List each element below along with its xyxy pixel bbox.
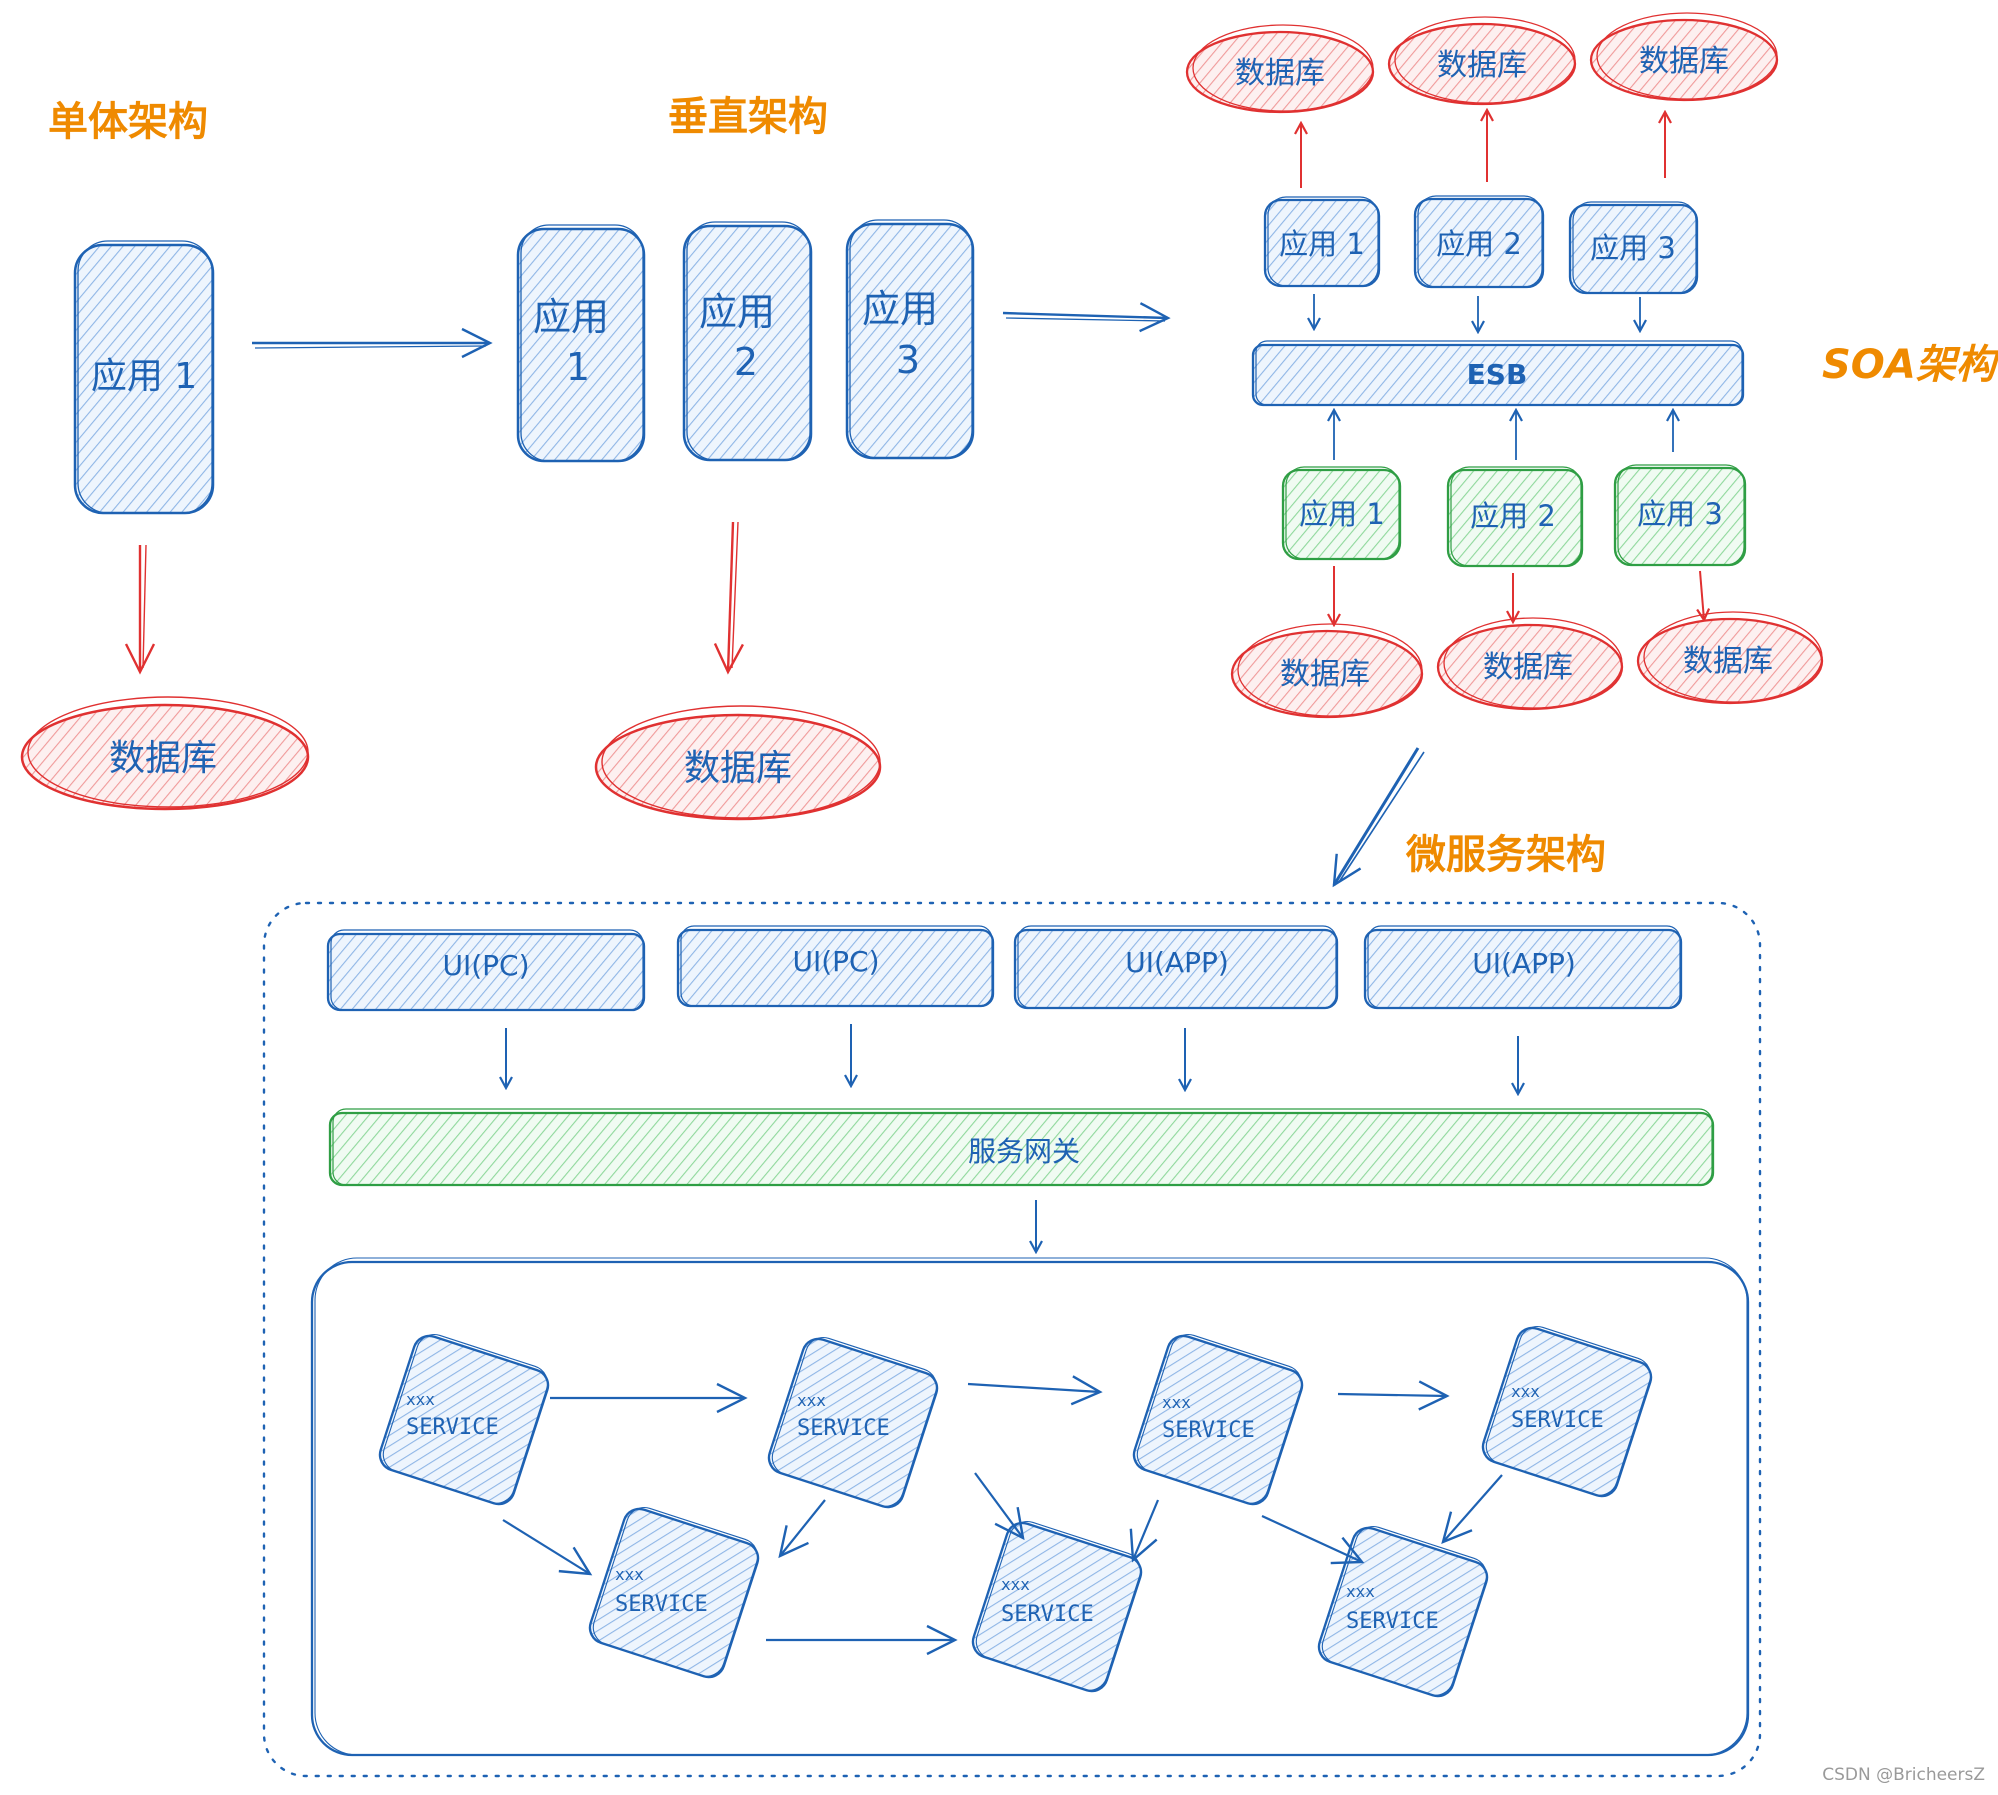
service-box-6-line1: xxx <box>1001 1575 1030 1594</box>
soa-bottom-db-3-label: 数据库 <box>1683 644 1773 679</box>
monolith-db: 数据库 <box>20 696 310 811</box>
esb-bus: ESB <box>1251 340 1745 407</box>
vertical-app-3: 应用 3 <box>845 219 975 460</box>
soa-top-app-2-label: 应用 2 <box>1436 227 1522 261</box>
soa-bottom-app-3-label: 应用 3 <box>1637 497 1723 531</box>
soa-top-db-2: 数据库 <box>1387 16 1577 106</box>
microservice-boundary <box>262 901 1762 1778</box>
service-box-2-line2: SERVICE <box>797 1416 890 1441</box>
monolith-app: 应用 1 <box>73 240 215 515</box>
arrow-soa-microservice-sketch <box>1338 751 1425 883</box>
soa-bottom-db-2-label: 数据库 <box>1483 650 1573 685</box>
title-soa: SOA架构 <box>1822 342 1998 388</box>
arrow-svc4-svc7 <box>1441 1474 1503 1545</box>
ui-box-4: UI(APP) <box>1363 925 1683 1010</box>
vertical-app-2-line1: 应用 <box>699 290 775 334</box>
soa-bottom-app-2-label: 应用 2 <box>1470 499 1556 533</box>
arrow-monolith-db-sketch <box>142 544 147 669</box>
arrow-svc2-svc6 <box>974 1472 1025 1541</box>
soa-bottom-db-1: 数据库 <box>1230 623 1424 719</box>
vertical-app-3-line2: 3 <box>896 338 920 382</box>
service-box-6 <box>971 1521 1143 1693</box>
soa-top-db-3: 数据库 <box>1589 12 1779 102</box>
vertical-app-2-line2: 2 <box>734 340 758 384</box>
title-monolith: 单体架构 <box>48 99 208 145</box>
service-gateway: 服务网关 <box>328 1108 1715 1187</box>
service-box-4-line2: SERVICE <box>1511 1408 1604 1433</box>
arrow-svc2-svc3 <box>967 1375 1103 1406</box>
monolith-db-label: 数据库 <box>109 738 217 779</box>
arrow-vertical-db <box>713 521 744 675</box>
vertical-db-label: 数据库 <box>684 748 792 789</box>
soa-top-app-3-label: 应用 3 <box>1590 231 1676 265</box>
soa-bottom-db-1-label: 数据库 <box>1280 657 1370 692</box>
arrow-svc3-svc4 <box>1337 1380 1450 1411</box>
title-vertical: 垂直架构 <box>668 94 828 140</box>
soa-top-app-3: 应用 3 <box>1568 201 1699 295</box>
service-box-3 <box>1132 1334 1304 1506</box>
service-box-5-line1: xxx <box>615 1565 644 1584</box>
ui-box-1-label: UI(PC) <box>442 949 529 982</box>
soa-top-db-1: 数据库 <box>1185 24 1375 114</box>
soa-bottom-app-1: 应用 1 <box>1281 466 1402 561</box>
soa-bottom-app-3: 应用 3 <box>1613 464 1747 567</box>
ui-box-3-label: UI(APP) <box>1125 946 1229 979</box>
soa-top-app-2: 应用 2 <box>1413 195 1545 289</box>
ui-box-1: UI(PC) <box>326 929 646 1012</box>
title-microservice: 微服务架构 <box>1405 832 1606 878</box>
service-box-5-line2: SERVICE <box>615 1592 708 1617</box>
arrow-svc2-svc5 <box>778 1499 826 1559</box>
services-container-sketch <box>314 1257 1748 1756</box>
service-box-3-line2: SERVICE <box>1162 1418 1255 1443</box>
arrow-svc1-svc5 <box>502 1519 593 1576</box>
service-box-2 <box>767 1337 939 1509</box>
service-box-4 <box>1481 1326 1653 1498</box>
soa-bottom-app-1-label: 应用 1 <box>1299 497 1385 531</box>
ui-box-4-label: UI(APP) <box>1472 947 1576 980</box>
soa-bottom-db-3: 数据库 <box>1636 611 1824 705</box>
arrow-svc3-svc7 <box>1261 1515 1365 1565</box>
service-box-7-line2: SERVICE <box>1346 1609 1439 1634</box>
soa-top-db-2-label: 数据库 <box>1437 48 1527 83</box>
watermark: CSDN @BricheersZ <box>1822 1765 1985 1785</box>
arrow-svc3-svc6 <box>1129 1499 1160 1563</box>
esb-label: ESB <box>1467 358 1528 391</box>
soa-top-db-1-label: 数据库 <box>1235 56 1325 91</box>
service-box-3-line1: xxx <box>1162 1393 1191 1412</box>
service-box-1 <box>378 1334 550 1506</box>
service-gateway-label: 服务网关 <box>968 1135 1080 1168</box>
ui-box-3: UI(APP) <box>1013 925 1339 1010</box>
vertical-app-3-line1: 应用 <box>862 287 938 331</box>
service-box-5 <box>588 1507 760 1679</box>
arrow-monolith-vertical-sketch <box>254 345 487 349</box>
arrow-vertical-soa-sketch <box>1005 317 1166 322</box>
arrow-soa-bapp3-db <box>1700 570 1704 620</box>
arrow-vertical-soa <box>1002 302 1171 333</box>
soa-top-app-1-label: 应用 1 <box>1279 227 1365 261</box>
arrow-vertical-db-sketch <box>731 521 739 669</box>
soa-bottom-app-2: 应用 2 <box>1446 466 1584 568</box>
arrow-soa-microservice <box>1332 747 1420 888</box>
vertical-app-1: 应用 1 <box>516 224 646 463</box>
service-box-7 <box>1317 1526 1489 1698</box>
vertical-app-1-line2: 1 <box>566 345 590 389</box>
vertical-app-2: 应用 2 <box>682 221 813 462</box>
service-box-1-line1: xxx <box>406 1390 435 1409</box>
ui-box-2-label: UI(PC) <box>792 945 879 978</box>
service-box-1-line2: SERVICE <box>406 1415 499 1440</box>
vertical-db: 数据库 <box>594 705 882 821</box>
soa-top-db-3-label: 数据库 <box>1639 44 1729 79</box>
soa-top-app-1: 应用 1 <box>1263 196 1381 288</box>
soa-bottom-db-2: 数据库 <box>1436 617 1624 711</box>
service-box-6-line2: SERVICE <box>1001 1602 1094 1627</box>
vertical-app-1-line1: 应用 <box>533 295 609 339</box>
service-box-2-line1: xxx <box>797 1391 826 1410</box>
monolith-app-label: 应用 1 <box>91 356 197 397</box>
service-box-4-line1: xxx <box>1511 1382 1540 1401</box>
service-box-7-line1: xxx <box>1346 1582 1375 1601</box>
ui-box-2: UI(PC) <box>676 925 995 1008</box>
